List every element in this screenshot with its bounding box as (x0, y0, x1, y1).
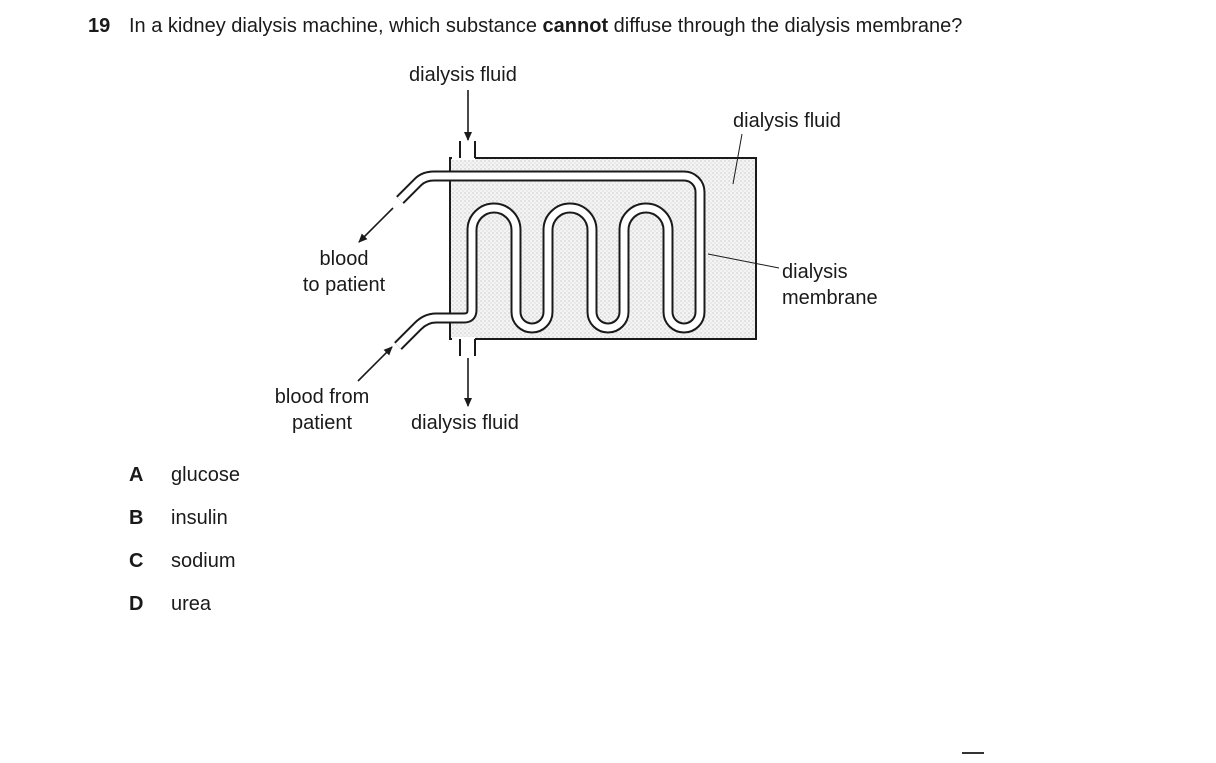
option-b[interactable]: B insulin (129, 505, 240, 548)
option-letter: B (129, 507, 144, 529)
label-dialysis-membrane: dialysis membrane (782, 259, 878, 311)
fluid-inlet-port (459, 141, 476, 158)
option-text: glucose (171, 464, 240, 486)
question-text: 19 In a kidney dialysis machine, which su… (88, 13, 962, 39)
option-text: insulin (171, 507, 228, 529)
label-fluid-out: dialysis fluid (411, 412, 519, 434)
dialysis-membrane-tube (394, 170, 706, 350)
answer-options: A glucose B insulin C sodium D urea (129, 462, 240, 634)
option-d[interactable]: D urea (129, 591, 240, 634)
blood-from-patient-arrow (357, 346, 393, 382)
label-blood-to-line2: to patient (302, 274, 386, 296)
question-emphasis: cannot (542, 15, 609, 37)
option-c[interactable]: C sodium (129, 548, 240, 591)
label-blood-to-patient: blood to patient (294, 246, 394, 298)
fluid-leader-line (732, 133, 743, 185)
option-text: urea (171, 593, 212, 615)
question-number: 19 (88, 15, 111, 37)
option-text: sodium (171, 550, 236, 572)
label-blood-to-line1: blood (319, 248, 369, 270)
membrane-leader-line (707, 253, 780, 269)
option-letter: D (129, 593, 144, 615)
option-letter: C (129, 550, 144, 572)
question-text-start: In a kidney dialysis machine, which subs… (129, 15, 543, 37)
label-fluid-right: dialysis fluid (733, 110, 841, 132)
label-blood-from-patient: blood from patient (266, 384, 378, 436)
label-fluid-in: dialysis fluid (409, 64, 517, 86)
question-text-end: diffuse through the dialysis membrane? (608, 15, 963, 37)
label-membrane-line1: dialysis (782, 261, 848, 283)
dialysis-chamber (449, 157, 757, 340)
blood-to-patient-arrow (358, 207, 394, 243)
option-a[interactable]: A glucose (129, 462, 240, 505)
label-membrane-line2: membrane (782, 287, 878, 309)
label-blood-from-line1: blood from (274, 386, 370, 408)
fluid-outlet-port (459, 339, 476, 356)
option-letter: A (129, 464, 144, 486)
label-blood-from-line2: patient (291, 412, 353, 434)
page-edge-mark (962, 752, 984, 754)
